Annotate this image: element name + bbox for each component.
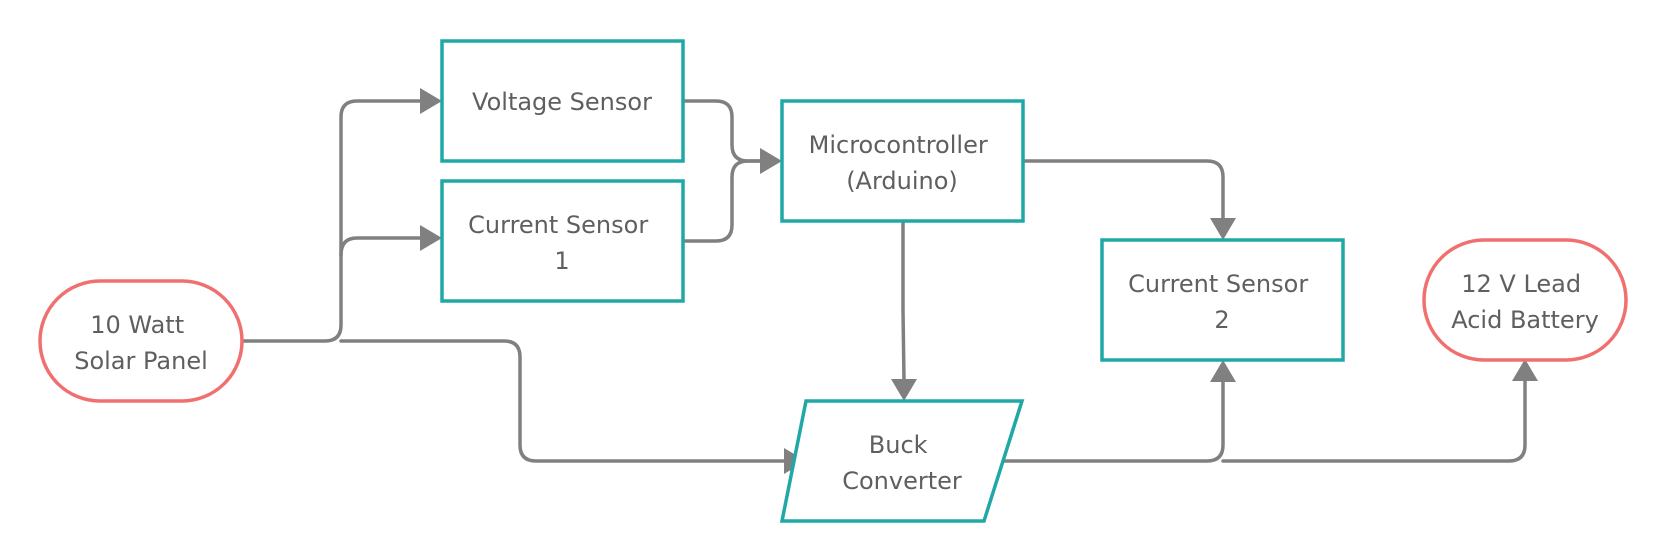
connector-solar-to-voltage-sensor xyxy=(230,99,424,343)
arrowhead-buck-converter-top xyxy=(891,379,917,401)
node-current-sensor-1[interactable]: Current Sensor 1 xyxy=(440,179,685,303)
process-box-current-sensor-1 xyxy=(440,179,685,303)
connector-microcontroller-to-current-sensor-2 xyxy=(1021,159,1225,222)
node-label-microcontroller: Microcontroller (Arduino) xyxy=(809,131,996,195)
connector-current-sensor-1-to-microcontroller xyxy=(681,159,763,243)
connector-buck-converter-to-current-sensor-2 xyxy=(1000,379,1225,463)
node-current-sensor-2[interactable]: Current Sensor 2 xyxy=(1100,238,1345,362)
node-label-buck-converter: Buck Converter xyxy=(842,431,962,495)
arrowhead-voltage-sensor xyxy=(420,88,442,114)
process-box-voltage-sensor xyxy=(440,39,685,163)
node-label-current-sensor-1: Current Sensor 1 xyxy=(468,211,656,275)
node-battery[interactable]: 12 V Lead Acid Battery xyxy=(1422,238,1628,362)
connector-microcontroller-to-buck-converter xyxy=(901,219,906,382)
node-voltage-sensor[interactable]: Voltage Sensor xyxy=(440,39,685,163)
node-solar-panel[interactable]: 10 Watt Solar Panel xyxy=(38,279,244,403)
connector-voltage-sensor-to-microcontroller xyxy=(681,99,763,163)
arrowhead-current-sensor-2-bottom xyxy=(1210,360,1236,382)
node-label-current-sensor-2: Current Sensor 2 xyxy=(1128,270,1316,334)
node-label-battery: 12 V Lead Acid Battery xyxy=(1451,270,1599,334)
arrowhead-microcontroller xyxy=(760,148,782,174)
arrowhead-current-sensor-2-top xyxy=(1210,218,1236,240)
terminal-shape-solar-panel xyxy=(38,279,244,403)
connector-solar-to-current-sensor-1 xyxy=(339,236,424,257)
arrowhead-current-sensor-1 xyxy=(420,225,442,251)
node-microcontroller[interactable]: Microcontroller (Arduino) xyxy=(780,99,1025,223)
terminal-shape-battery xyxy=(1422,238,1628,362)
connector-solar-to-buck-converter xyxy=(339,339,786,463)
node-buck-converter[interactable]: Buck Converter xyxy=(779,399,1025,523)
process-box-microcontroller xyxy=(780,99,1025,223)
connector-buck-converter-to-battery xyxy=(1221,378,1527,463)
node-label-solar-panel: 10 Watt Solar Panel xyxy=(74,311,208,375)
process-box-current-sensor-2 xyxy=(1100,238,1345,362)
node-label-voltage-sensor: Voltage Sensor xyxy=(472,88,652,116)
arrowhead-battery xyxy=(1512,359,1538,381)
data-shape-buck-converter xyxy=(779,399,1025,523)
